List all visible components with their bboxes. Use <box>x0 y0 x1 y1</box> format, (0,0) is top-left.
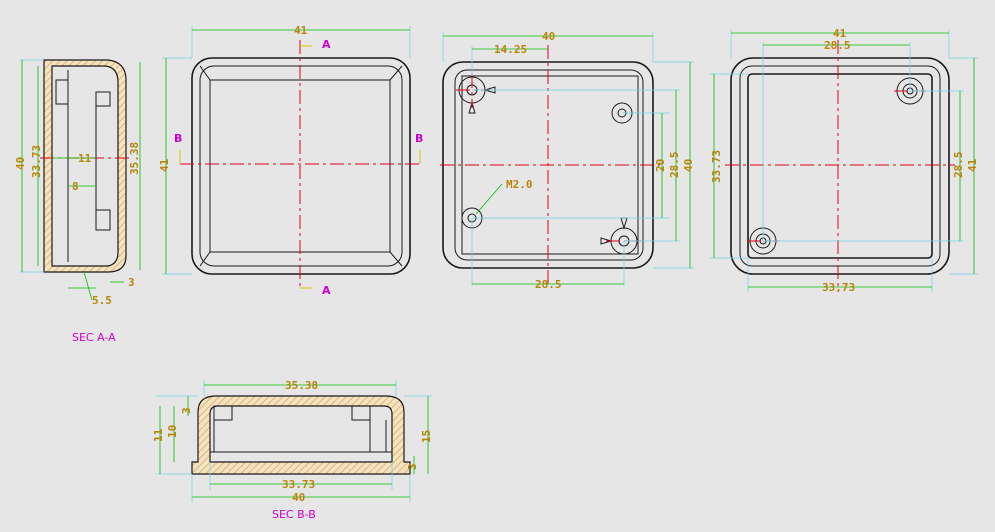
dim-in-285-v: 28.5 <box>952 152 965 179</box>
dim-a-3373: 33.73 <box>30 145 43 178</box>
dim-a-3: 3 <box>128 276 135 289</box>
dim-b-40: 40 <box>292 491 305 504</box>
section-a-a-view: 40 33.73 35.38 11 8 5.5 3 SEC A-A <box>14 59 141 344</box>
bottom-view: M2.0 40 14.25 28.5 20 28.5 40 <box>440 30 695 291</box>
dim-top-41-h: 41 <box>294 24 308 37</box>
dim-m20: M2.0 <box>506 178 533 191</box>
dim-in-41-v: 41 <box>966 158 979 172</box>
section-b-b-label: SEC B-B <box>272 508 316 521</box>
dim-b-15: 15 <box>420 430 433 443</box>
dim-a-55: 5.5 <box>92 294 112 307</box>
dim-a-8: 8 <box>72 180 79 193</box>
dim-in-41-h: 41 <box>833 27 847 40</box>
dim-top-41-v: 41 <box>158 158 171 172</box>
section-a-a-label: SEC A-A <box>72 331 116 344</box>
dim-bot-20: 20 <box>654 159 667 172</box>
section-b-b-view: 35.38 33.73 40 11 10 3 15 3 SEC B-B <box>152 379 433 521</box>
dim-b-3373: 33.73 <box>282 478 315 491</box>
dim-bot-1425: 14.25 <box>494 43 527 56</box>
dim-a-40: 40 <box>14 157 27 170</box>
dim-a-11: 11 <box>78 152 92 165</box>
dim-b-3538: 35.38 <box>285 379 318 392</box>
dim-bot-40-v: 40 <box>682 159 695 172</box>
boss-bottom-right <box>600 217 642 255</box>
marker-a-top: A <box>322 38 331 51</box>
dim-b-10: 10 <box>166 425 179 438</box>
inside-view: 41 28.5 33.73 33.73 28.5 41 <box>710 27 979 294</box>
dim-b-3-left: 3 <box>180 407 193 414</box>
marker-b-left: B <box>174 132 182 145</box>
dim-b-3-right: 3 <box>406 463 419 470</box>
top-view: A A B B 41 41 <box>158 24 423 297</box>
dim-bot-285-h: 28.5 <box>535 278 562 291</box>
dim-a-3538: 35.38 <box>128 142 141 175</box>
dim-in-3373-v: 33.73 <box>710 150 723 183</box>
dim-bot-285-v: 28.5 <box>668 152 681 179</box>
dim-in-3373-h: 33.73 <box>822 281 855 294</box>
marker-a-bottom: A <box>322 284 331 297</box>
dim-in-285-h: 28.5 <box>824 39 851 52</box>
marker-b-right: B <box>415 132 423 145</box>
dim-b-11: 11 <box>152 428 165 442</box>
dim-bot-40-h: 40 <box>542 30 555 43</box>
